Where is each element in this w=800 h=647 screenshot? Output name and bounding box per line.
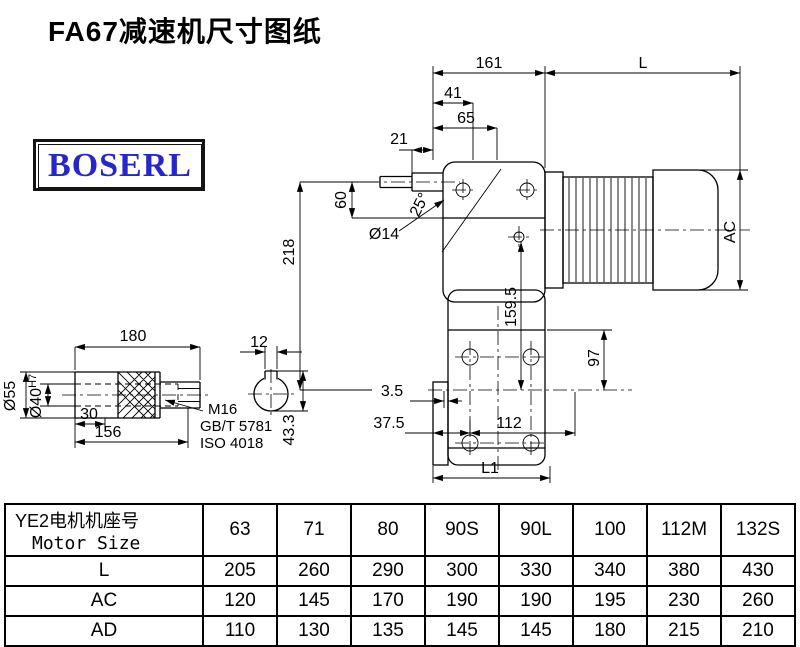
knurl-hatching [118, 372, 155, 418]
table-cell: 340 [572, 555, 648, 587]
housing-foot-flange [432, 381, 449, 466]
table-cell: 300 [424, 555, 500, 587]
dim-112-label: 112 [496, 415, 522, 432]
row-label-AD: AD [4, 615, 204, 647]
header-line1: YE2电机机座号 [15, 510, 140, 531]
dim-37-5-label: 37.5 [373, 415, 404, 432]
dimension-drawing: 161 L 41 65 21 60 218 Ø14 25° AC 159.5 9… [2, 55, 750, 483]
table-cell: 260 [720, 585, 796, 617]
dim-159-5-label: 159.5 [503, 287, 520, 327]
dim-12-label: 12 [250, 334, 268, 351]
thread-callout-gbt: GB/T 5781 [200, 418, 272, 435]
table-cell: 120 [202, 585, 278, 617]
table-cell: 130 [276, 615, 352, 647]
size-col-80: 80 [350, 503, 426, 557]
table-row-AD: AD 110 130 135 145 145 180 215 210 [4, 615, 796, 647]
hollow-shaft-detail: 180 Ø55 Ø40H7 30 156 M16 GB/T 5781 ISO 4… [2, 328, 272, 452]
thread-callout-leader [164, 399, 204, 412]
table-cell: 380 [646, 555, 722, 587]
table-cell: 215 [646, 615, 722, 647]
main-dimension-lines [296, 69, 744, 482]
dia14-leader [398, 199, 445, 232]
table-cell: 260 [276, 555, 352, 587]
dim-21-label: 21 [390, 131, 408, 148]
table-cell: 205 [202, 555, 278, 587]
dim-dia40H7-label: Ø40H7 [27, 374, 45, 418]
dim-60-label: 60 [333, 191, 350, 209]
table-row-L: L 205 260 290 300 330 340 380 430 [4, 555, 796, 587]
dim-L-label: L [639, 55, 648, 72]
motor-size-table: YE2电机机座号 Motor Size 63 71 80 90S 90L 100… [4, 503, 796, 647]
table-cell: 195 [572, 585, 648, 617]
table-cell: 190 [498, 585, 574, 617]
dim-25deg-label: 25° [407, 190, 433, 219]
table-header-row: YE2电机机座号 Motor Size 63 71 80 90S 90L 100… [4, 503, 796, 557]
header-line2: Motor Size [32, 532, 141, 554]
table-cell: 145 [276, 585, 352, 617]
motor [540, 169, 750, 291]
thread-callout-m16: M16 [208, 401, 237, 418]
dim-65-label: 65 [457, 110, 475, 127]
table-cell: 330 [498, 555, 574, 587]
size-col-71: 71 [276, 503, 352, 557]
main-dimension-labels: 161 L 41 65 21 60 218 Ø14 25° AC 159.5 9… [281, 55, 739, 477]
dim-180-label: 180 [120, 328, 147, 345]
main-extension-lines [300, 66, 748, 483]
dim-43-3-label: 43.3 [281, 414, 298, 445]
gearbox-housing [428, 161, 632, 472]
size-col-63: 63 [202, 503, 278, 557]
motor-fan-cowl [652, 169, 719, 291]
table-cell: 110 [202, 615, 278, 647]
dim-dia55-label: Ø55 [2, 381, 19, 411]
housing-top [442, 161, 546, 303]
table-cell: 135 [350, 615, 426, 647]
row-label-AC: AC [4, 585, 204, 617]
table-row-AC: AC 120 145 170 190 190 195 230 260 [4, 585, 796, 617]
housing-bottom [447, 289, 546, 466]
size-col-90S: 90S [424, 503, 500, 557]
thread-callout-iso: ISO 4018 [200, 435, 263, 452]
dim-AC-label: AC [722, 221, 739, 243]
size-col-132S: 132S [720, 503, 796, 557]
input-shaft [366, 172, 460, 192]
table-cell: 170 [350, 585, 426, 617]
row-label-L: L [4, 555, 204, 587]
size-col-90L: 90L [498, 503, 574, 557]
table-cell: 210 [720, 615, 796, 647]
table-cell: 145 [498, 615, 574, 647]
dim-161-label: 161 [476, 55, 503, 72]
table-cell: 290 [350, 555, 426, 587]
shaft-cross-section: 12 43.3 [240, 334, 308, 446]
boserl-logo: BOSERL [33, 139, 205, 191]
table-cell: 180 [572, 615, 648, 647]
table-cell: 430 [720, 555, 796, 587]
table-cell: 230 [646, 585, 722, 617]
table-cell: 145 [424, 615, 500, 647]
dim-L1-label: L1 [481, 460, 499, 477]
dim-30-label: 30 [80, 406, 98, 423]
dim-41-label: 41 [444, 85, 462, 102]
dim-3-5-label: 3.5 [381, 383, 403, 400]
motor-size-header-cell: YE2电机机座号 Motor Size [4, 503, 204, 557]
page-title: FA67减速机尺寸图纸 [48, 16, 322, 47]
dim-dia14-label: Ø14 [369, 226, 399, 243]
size-col-100: 100 [572, 503, 648, 557]
dim-218-label: 218 [281, 239, 298, 266]
dim-97-label: 97 [586, 349, 603, 367]
boserl-logo-frame: BOSERL [38, 144, 202, 188]
table-cell: 190 [424, 585, 500, 617]
dim-156-label: 156 [95, 424, 122, 441]
size-col-112M: 112M [646, 503, 722, 557]
boserl-logo-text: BOSERL [48, 147, 192, 184]
